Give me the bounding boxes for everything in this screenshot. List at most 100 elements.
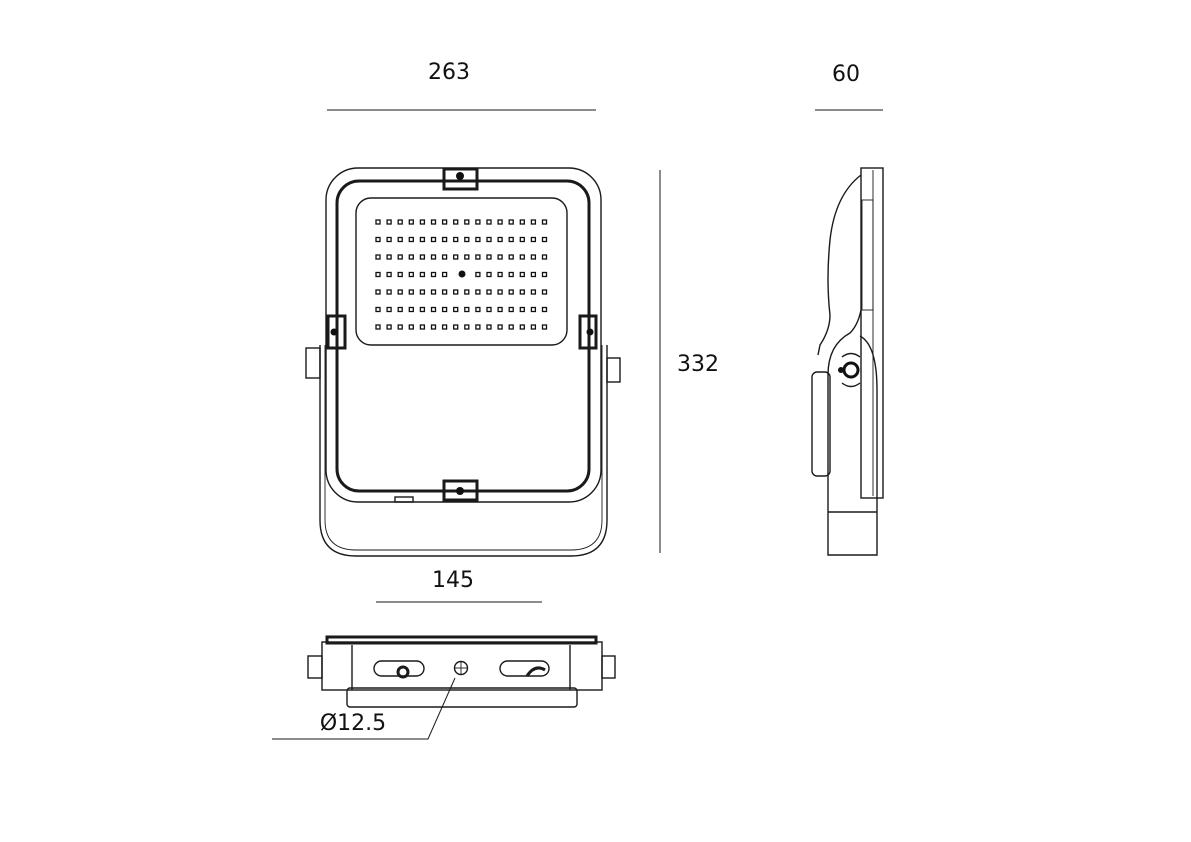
led-chip — [453, 306, 459, 313]
depth-label: 60 — [832, 62, 860, 87]
bracket — [319, 345, 608, 557]
led-chip — [508, 254, 514, 260]
led-chip — [475, 236, 481, 243]
led-array — [375, 219, 548, 330]
led-chip — [375, 236, 381, 243]
led-chip — [508, 306, 514, 313]
housing-back-curve — [817, 174, 862, 356]
led-chip — [386, 324, 392, 330]
led-chip — [508, 271, 514, 278]
led-chip — [441, 324, 448, 330]
led-chip — [497, 306, 503, 313]
led-chip — [486, 254, 492, 260]
led-chip — [530, 219, 537, 225]
led-chip — [497, 219, 503, 225]
led-chip — [486, 306, 492, 313]
led-chip — [397, 324, 403, 330]
front-glass-edge — [860, 167, 884, 499]
led-chip — [397, 271, 403, 278]
left-knob — [305, 347, 321, 379]
bottom-lip — [325, 635, 598, 645]
led-chip — [430, 254, 437, 260]
led-chip — [530, 306, 537, 313]
led-chip — [519, 219, 525, 225]
led-chip — [541, 289, 548, 295]
led-chip — [375, 254, 381, 260]
led-chip — [475, 289, 481, 295]
led-chip — [408, 289, 414, 295]
led-chip — [497, 289, 503, 295]
led-chip — [508, 324, 514, 330]
led-chip — [453, 324, 459, 330]
led-chip — [497, 324, 503, 330]
led-chip — [497, 254, 503, 260]
led-chip — [397, 236, 403, 243]
inner-frame — [335, 179, 591, 493]
led-chip — [475, 254, 481, 260]
led-chip — [375, 219, 381, 225]
led-chip — [430, 271, 437, 278]
hole-leader-line — [272, 677, 456, 740]
led-chip — [375, 271, 381, 278]
led-chip — [419, 254, 426, 260]
led-chip — [530, 236, 537, 243]
led-chip — [375, 289, 381, 295]
led-chip — [530, 254, 537, 260]
led-chip — [541, 306, 548, 313]
led-chip — [475, 306, 481, 313]
led-chip — [441, 289, 448, 295]
led-chip — [375, 324, 381, 330]
led-chip — [453, 254, 459, 260]
led-chip — [508, 219, 514, 225]
led-chip — [419, 289, 426, 295]
led-chip — [541, 254, 548, 260]
width-label: 263 — [428, 60, 470, 85]
led-chip — [430, 219, 437, 225]
right-knob — [606, 357, 621, 383]
led-chip — [464, 254, 470, 260]
led-chip — [486, 289, 492, 295]
bottom-left-knob — [307, 655, 323, 679]
led-chip — [408, 219, 414, 225]
left-clip — [326, 314, 347, 350]
led-chip — [519, 254, 525, 260]
led-chip — [486, 219, 492, 225]
led-chip — [408, 271, 414, 278]
led-chip — [386, 254, 392, 260]
led-chip — [475, 219, 481, 225]
led-chip — [386, 271, 392, 278]
led-chip — [530, 324, 537, 330]
led-chip — [464, 306, 470, 313]
pivot-knob — [842, 361, 860, 379]
hole-diameter-label: Ø12.5 — [319, 711, 387, 736]
led-chip — [419, 271, 426, 278]
led-chip — [441, 254, 448, 260]
led-chip — [419, 324, 426, 330]
led-chip — [441, 219, 448, 225]
led-chip — [530, 271, 537, 278]
right-clip — [578, 314, 598, 350]
led-chip — [486, 236, 492, 243]
led-chip — [386, 236, 392, 243]
led-chip — [541, 324, 548, 330]
led-chip — [464, 324, 470, 330]
outer-frame — [325, 167, 602, 503]
led-chip — [486, 271, 492, 278]
side-view — [811, 167, 884, 556]
led-chip — [419, 236, 426, 243]
bottom-right-knob — [601, 655, 616, 679]
led-chip — [430, 236, 437, 243]
led-chip — [519, 306, 525, 313]
led-chip — [464, 289, 470, 295]
led-chip — [386, 289, 392, 295]
led-chip — [375, 306, 381, 313]
led-chip — [397, 289, 403, 295]
led-chip — [419, 306, 426, 313]
led-chip — [541, 271, 548, 278]
led-chip — [397, 254, 403, 260]
led-chip — [453, 219, 459, 225]
led-chip — [453, 289, 459, 295]
led-chip — [519, 271, 525, 278]
led-chip — [519, 324, 525, 330]
bottom-view — [307, 635, 616, 708]
